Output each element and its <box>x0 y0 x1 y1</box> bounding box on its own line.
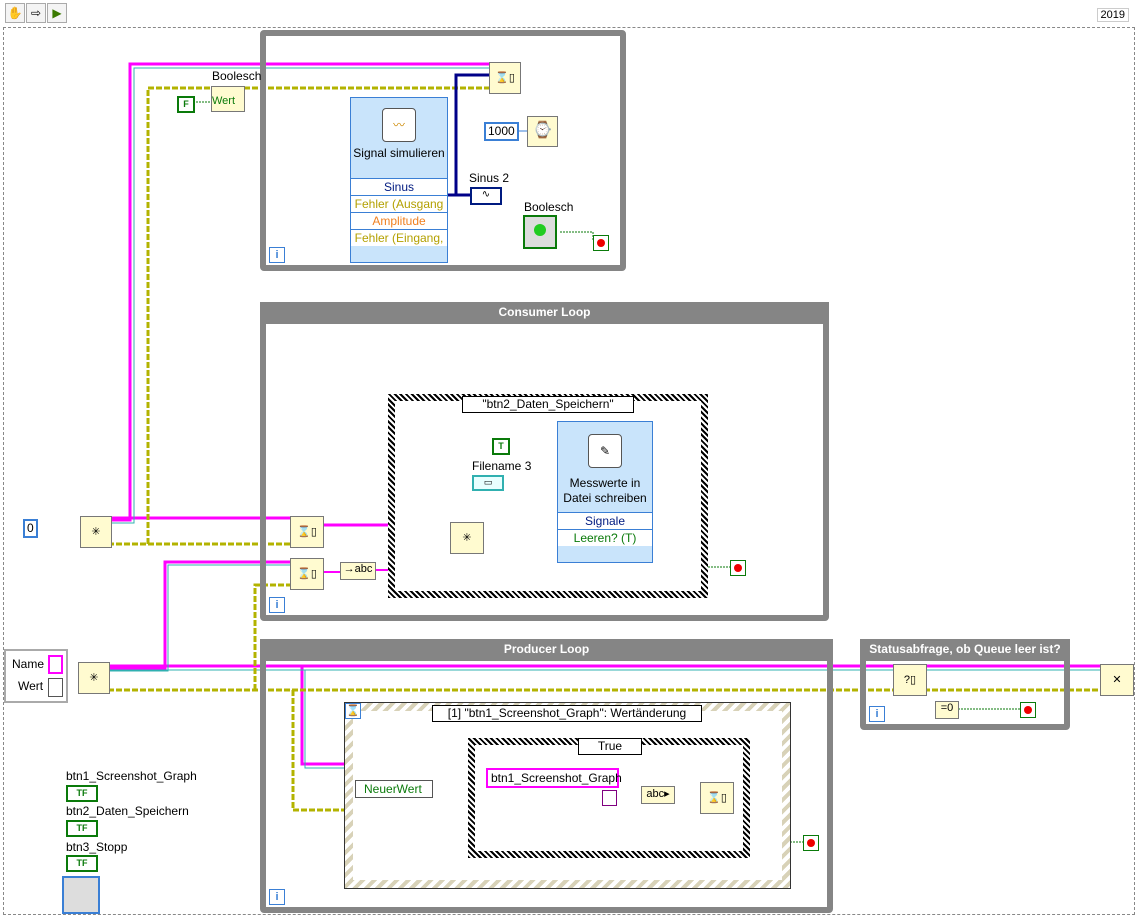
btn2-terminal[interactable]: TF <box>66 820 98 837</box>
sinus-label: Sinus 2 <box>469 171 510 185</box>
queue-wire-producer <box>108 560 292 670</box>
write-measurement-file-express-vi[interactable]: ✎ Messwerte in Datei schreiben Signale L… <box>557 421 653 563</box>
toolbar: ✋ ⇨ ▶ 2019 <box>0 0 1137 24</box>
status-loop: Statusabfrage, ob Queue leer ist? i <box>860 639 1070 730</box>
wait-constant[interactable]: 1000 <box>484 122 519 141</box>
version-label: 2019 <box>1096 8 1129 22</box>
bundle-node: abc▸ <box>641 786 675 804</box>
iteration-terminal: i <box>269 247 285 263</box>
case-selector[interactable]: True <box>578 738 642 755</box>
false-constant[interactable]: F <box>177 96 195 113</box>
write-file-icon: ✎ <box>588 434 622 468</box>
filename-control[interactable]: ▭ <box>472 475 504 491</box>
name-field[interactable] <box>48 655 63 674</box>
neuer-wert-terminal: NeuerWert <box>355 780 433 798</box>
error-wire-producer <box>108 583 1100 692</box>
consumer-loop: Consumer Loop i <box>260 302 829 621</box>
producer-loop: Producer Loop i <box>260 639 833 913</box>
stop-terminal <box>730 560 746 576</box>
boolean-label: Boolesch <box>212 69 262 83</box>
obtain-queue-node: ✳ <box>80 516 112 548</box>
wait-ms-icon: ⌚ <box>527 116 558 147</box>
stop-terminal <box>1020 702 1036 718</box>
queue-wire-top <box>108 62 490 522</box>
string-constant[interactable]: btn1_Screenshot_Graph <box>486 768 622 788</box>
zero-constant[interactable]: 0 <box>23 519 38 538</box>
btn3-terminal[interactable]: TF <box>66 855 98 872</box>
arrow-icon[interactable]: ⇨ <box>26 3 46 23</box>
stop-terminal <box>803 835 819 851</box>
boolean-led-terminal[interactable] <box>523 215 557 249</box>
waveform-indicator[interactable]: ∿ <box>470 187 502 205</box>
iteration-terminal: i <box>269 597 285 613</box>
event-selector[interactable]: [1] "btn1_Screenshot_Graph": Wertänderun… <box>432 705 702 722</box>
release-queue-node: ✕ <box>1100 664 1134 696</box>
equal-zero-node: =0 <box>935 701 959 719</box>
control-label: btn2_Daten_Speichern <box>66 804 189 818</box>
enqueue-element-node: ⌛▯ <box>700 782 734 814</box>
queue-element-cluster[interactable]: Name Wert <box>4 649 68 703</box>
simulate-signal-icon: 〰 <box>382 108 416 142</box>
picture-icon[interactable] <box>62 876 100 914</box>
run-icon[interactable]: ▶ <box>47 3 67 23</box>
diagram-border <box>3 27 1135 915</box>
enqueue-element-node: ⌛▯ <box>489 62 521 94</box>
simulate-signal-express-vi[interactable]: 〰 Signal simulieren Sinus Fehler (Ausgan… <box>350 97 448 263</box>
filename-label: Filename 3 <box>472 459 532 473</box>
case-selector[interactable]: "btn2_Daten_Speichern" <box>462 396 634 413</box>
iteration-terminal: i <box>869 706 885 722</box>
get-queue-status-node: ?▯ <box>893 664 927 696</box>
iteration-terminal: i <box>269 889 285 905</box>
consumer-case-structure <box>388 394 708 598</box>
control-label: btn3_Stopp <box>66 840 128 854</box>
led-label: Boolesch <box>524 200 574 214</box>
stop-terminal <box>593 235 609 251</box>
dequeue-element-node: ⌛▯ <box>290 558 324 590</box>
producer-timer-loop: i <box>260 30 626 271</box>
bundle-by-name: Wert <box>211 86 245 112</box>
timeout-terminal: ⌛ <box>345 703 361 719</box>
hand-icon[interactable]: ✋ <box>5 3 25 23</box>
dequeue-element-node: ⌛▯ <box>290 516 324 548</box>
true-constant[interactable]: T <box>492 438 510 455</box>
wert-field[interactable] <box>48 678 63 697</box>
obtain-queue-node: ✳ <box>78 662 110 694</box>
control-label: btn1_Screenshot_Graph <box>66 769 197 783</box>
empty-variant-constant[interactable] <box>602 790 617 806</box>
unbundle-node: →abc <box>340 562 376 580</box>
dequeue-element-node: ✳ <box>450 522 484 554</box>
btn1-terminal[interactable]: TF <box>66 785 98 802</box>
